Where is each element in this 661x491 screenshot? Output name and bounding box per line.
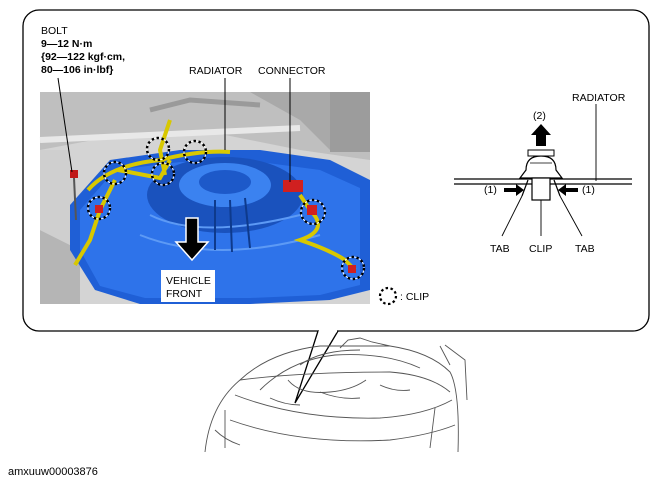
tab-right-label: TAB (575, 243, 595, 255)
torque-kgf: {92—122 kgf·cm, (41, 51, 125, 63)
clip-legend-label: : CLIP (400, 291, 429, 303)
radiator-label: RADIATOR (189, 65, 243, 77)
bolt-part (70, 170, 78, 178)
vehicle-sketch (204, 337, 468, 453)
connector-part (283, 180, 303, 192)
clip-detail-diagram (454, 104, 632, 237)
vehicle-front-line2: FRONT (166, 288, 203, 300)
torque-inlbf: 80—106 in·lbf} (41, 64, 113, 76)
torque-nm: 9—12 N·m (41, 38, 92, 50)
radiator-detail-label: RADIATOR (572, 92, 626, 104)
connector-label: CONNECTOR (258, 65, 326, 77)
step-1-left-label: (1) (484, 184, 497, 196)
vehicle-front-line1: VEHICLE (166, 275, 211, 287)
bolt-label: BOLT (41, 25, 68, 37)
clip-legend-icon (378, 286, 398, 306)
step-2-label: (2) (533, 110, 546, 122)
vehicle-front-arrow (174, 217, 210, 262)
step-1-right-label: (1) (582, 184, 595, 196)
radiator-photo (39, 92, 370, 304)
clip-label: CLIP (529, 243, 552, 255)
figure-code: amxuuw00003876 (8, 466, 98, 478)
vehicle-front-box (161, 270, 215, 302)
tab-left-label: TAB (490, 243, 510, 255)
callout-pointer (294, 330, 339, 404)
bolt-leader (57, 77, 73, 173)
